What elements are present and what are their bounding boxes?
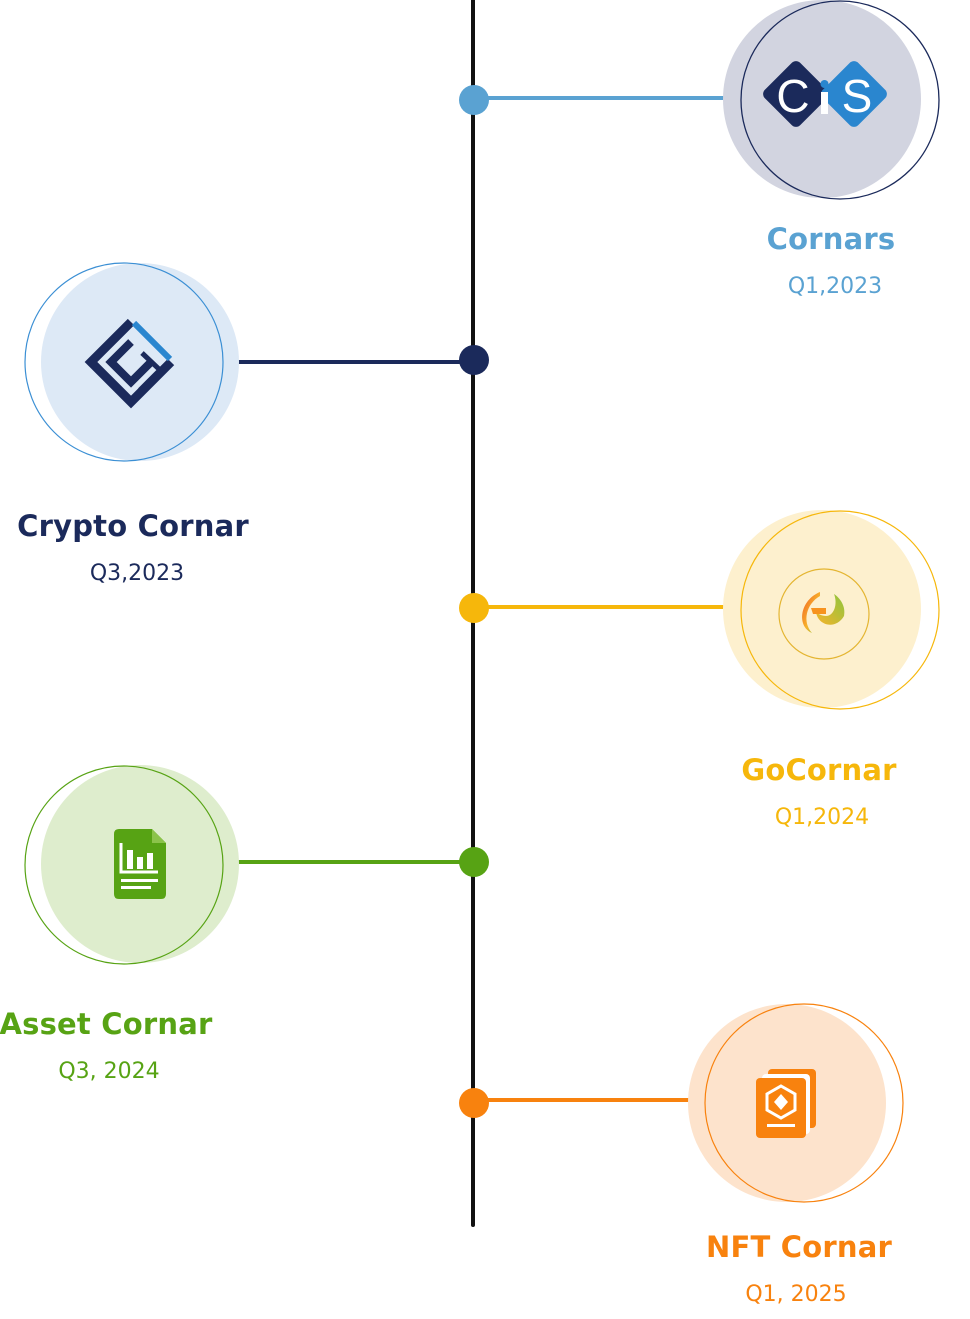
- logo-ring-asset-cornar: [24, 765, 224, 965]
- svg-text:S: S: [842, 70, 873, 122]
- milestone-crypto-cornar: [24, 262, 489, 462]
- logo-bg-crypto-cornar: [41, 263, 239, 461]
- milestone-title-gocornar: GoCornar: [741, 753, 897, 787]
- milestone-gocornar: [459, 510, 940, 710]
- crypto-cornar-logo-icon: [84, 318, 175, 409]
- node-dot-asset-cornar: [459, 847, 489, 877]
- node-dot-gocornar: [459, 593, 489, 623]
- logo-ring-nft-cornar: [704, 1003, 904, 1203]
- milestone-date-gocornar: Q1,2024: [774, 805, 870, 830]
- milestone-date-cornars: Q1,2023: [787, 274, 883, 299]
- logo-ring-cornars: [740, 0, 940, 200]
- gocornar-logo-icon: [802, 592, 845, 633]
- milestone-nft-cornar: [459, 1003, 904, 1203]
- milestone-date-nft-cornar: Q1, 2025: [745, 1282, 847, 1307]
- nft-cards-icon: [756, 1069, 816, 1138]
- svg-text:C: C: [776, 70, 809, 122]
- milestone-asset-cornar: [24, 765, 489, 965]
- report-chart-icon: [114, 829, 166, 899]
- node-dot-nft-cornar: [459, 1088, 489, 1118]
- milestone-title-asset-cornar: Asset Cornar: [0, 1007, 213, 1041]
- cis-logo-icon: C S: [763, 61, 887, 127]
- milestone-cornars: C S: [459, 0, 940, 200]
- logo-inner-ring-gocornar: [778, 568, 870, 660]
- node-dot-crypto-cornar: [459, 345, 489, 375]
- milestone-date-crypto-cornar: Q3,2023: [89, 561, 185, 586]
- milestone-date-asset-cornar: Q3, 2024: [58, 1059, 160, 1084]
- node-dot-cornars: [459, 85, 489, 115]
- milestone-title-crypto-cornar: Crypto Cornar: [17, 509, 249, 543]
- milestone-title-cornars: Cornars: [766, 222, 896, 256]
- logo-ring-crypto-cornar: [24, 262, 224, 462]
- milestone-title-nft-cornar: NFT Cornar: [706, 1230, 892, 1264]
- logo-ring-gocornar: [740, 510, 940, 710]
